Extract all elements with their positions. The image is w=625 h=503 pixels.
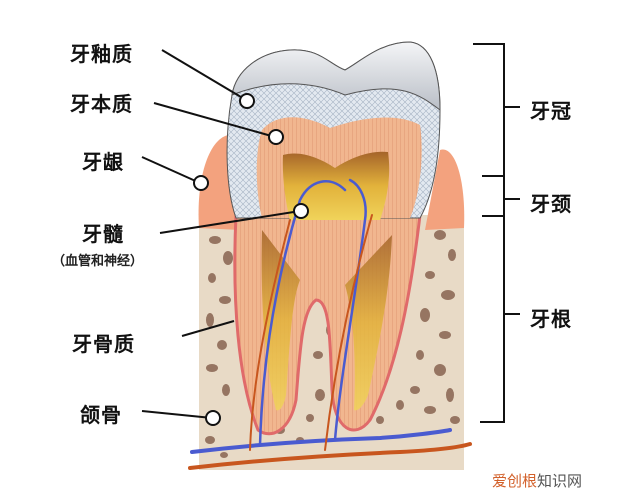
label-cementum: 牙骨质: [72, 332, 135, 356]
label-enamel: 牙釉质: [70, 42, 133, 66]
enamel-marker: [239, 93, 255, 109]
label-root: 牙根: [530, 307, 572, 331]
blood-vessels: [188, 178, 472, 470]
watermark: 爱创根知识网: [492, 470, 582, 491]
label-neck: 牙颈: [530, 192, 572, 216]
label-gum: 牙龈: [82, 150, 124, 174]
dentin-marker: [268, 129, 284, 145]
label-dentin: 牙本质: [70, 92, 133, 116]
watermark-site: 知识网: [537, 472, 583, 490]
pointer-lines: [141, 49, 301, 419]
label-pulp: 牙髓: [82, 222, 124, 246]
label-jawbone: 颌骨: [80, 403, 122, 427]
tooth-crown: [226, 41, 441, 220]
jawbone-marker: [205, 410, 221, 426]
label-pulp-detail: （血管和神经）: [52, 254, 144, 269]
gum-marker: [193, 175, 209, 191]
region-brackets: [473, 43, 520, 423]
label-crown: 牙冠: [530, 99, 572, 123]
pulp-marker: [293, 203, 309, 219]
pointer-markers: [193, 93, 309, 426]
watermark-brand: 爱创根: [492, 472, 538, 490]
